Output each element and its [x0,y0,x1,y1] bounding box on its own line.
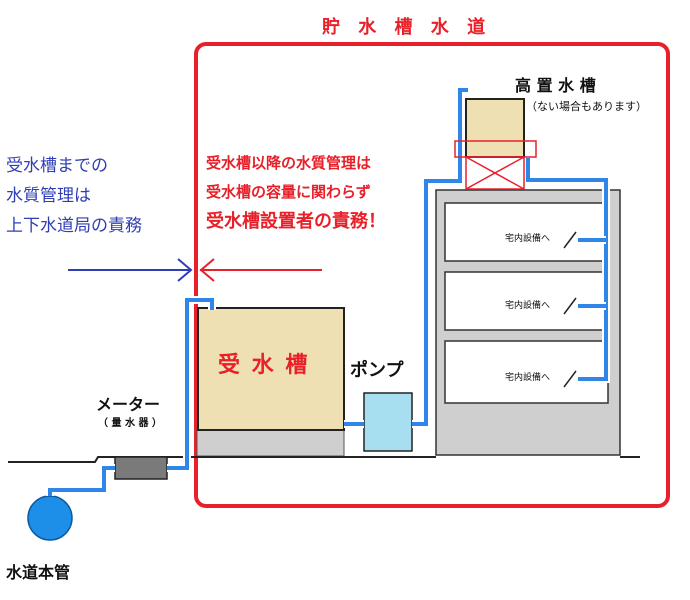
elevated-tank [454,98,537,190]
floor-2-label: 宅内設備へ [505,301,551,311]
right-note-line-1: 受水槽以降の水質管理は [206,154,372,172]
right-note-line-2: 受水槽の容量に関わらず [206,183,371,201]
elevated-tank-stand [465,156,525,190]
meter-label: メーター [96,395,161,414]
responsibility-boundary-arrows [68,258,322,282]
receiving-tank [196,307,345,457]
water-main-label: 水道本管 [6,563,71,582]
floor-3 [444,340,609,404]
diagram-title: 貯 水 槽 水 道 [322,17,492,38]
left-note-line-1: 受水槽までの [6,156,108,176]
meter [114,456,168,480]
left-note-line-3: 上下水道局の責務 [6,216,142,236]
right-note-emphasis: 受水槽設置者の責務！ [206,211,386,232]
building [435,189,621,456]
floor-3-label: 宅内設備へ [505,373,551,383]
floor-1-label: 宅内設備へ [505,234,551,244]
floor-1 [444,202,609,262]
water-main-pipe [27,495,73,541]
faucet-marks [563,231,577,388]
pump-label: ポンプ [350,360,404,381]
elevated-tank-label: 高 置 水 槽 [515,76,596,95]
left-note-line-2: 水質管理は [6,186,91,206]
ground-line [8,456,436,463]
tank-supply-boundary [194,42,670,508]
supply-pipes [46,86,610,496]
meter-sub-label: （ 量 水 器 ） [98,418,162,429]
elevated-tank-note: （ない場合もあります） [526,100,647,113]
receiving-tank-label: 受 水 槽 [218,353,310,378]
pump [363,392,413,452]
